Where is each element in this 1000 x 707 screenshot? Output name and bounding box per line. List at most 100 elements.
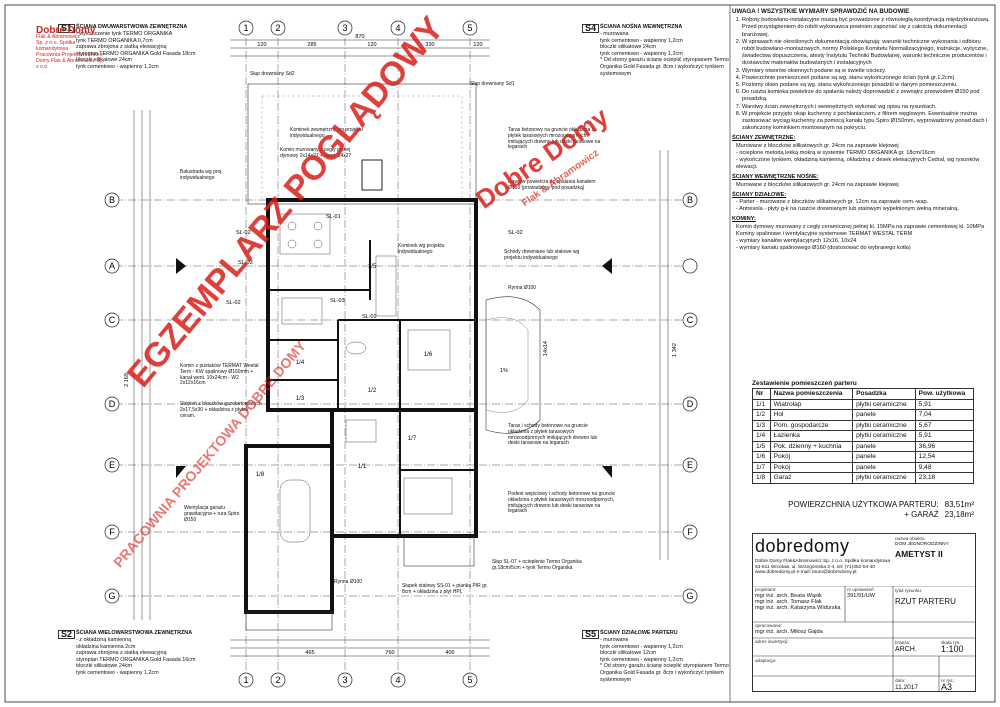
room-1-1: 1/1	[358, 464, 367, 470]
annotation: Słup SL-07 + ocieplenie Termo Organika g…	[492, 559, 582, 571]
section-title: ŚCIANY DZIAŁOWE:	[732, 191, 787, 198]
title-block-grid	[753, 586, 975, 691]
svg-text:SL-03: SL-03	[238, 260, 253, 266]
room-1-5: 1/5	[368, 264, 377, 270]
terrace-outline	[247, 83, 477, 205]
annotation: Kominek wg projektu indywidualnego	[398, 243, 445, 255]
axis-right-g: G	[686, 591, 693, 601]
axis-bottom-2: 2	[275, 675, 280, 685]
note-item: Powierzchnie pomieszczeń podane są wg. s…	[742, 75, 990, 82]
section-title: ŚCIANY ZEWNĘTRZNE:	[732, 135, 796, 142]
axis-side-g: G	[108, 591, 115, 601]
annotation: Słup drewniany Sd2	[250, 71, 295, 77]
svg-text:330: 330	[425, 42, 434, 48]
axis-side-c: C	[109, 315, 116, 325]
investment-address: adres inwestycji:	[755, 639, 789, 644]
licence: nr uprawnień: 391/91/UW	[847, 587, 875, 599]
axis-bottom-5: 5	[467, 675, 472, 685]
scale: skala rys.: 1:100	[941, 640, 964, 654]
axis-side-f: F	[109, 527, 115, 537]
legend-s1: S1 ŚCIANA DWUWARSTWOWA ZEWNĘTRZNA - wyko…	[58, 24, 218, 80]
project-title: AMETYST II	[895, 549, 943, 559]
designers: projektant: mgr inż. arch. Beata Wąsik m…	[755, 587, 841, 611]
outdoor-fireplace	[361, 159, 383, 191]
note-item: Do ruszta kominka powietrze do spalania …	[742, 89, 990, 103]
dim-left-total: 2 169	[124, 373, 130, 387]
svg-text:SL-02: SL-02	[226, 300, 241, 306]
note-item: W sprawach nie określonych dokumentacją …	[742, 39, 990, 68]
adaptation: adaptacja:	[755, 658, 777, 663]
axis-side-e: E	[109, 460, 115, 470]
axis-labels: 1 2 3 4 5 1 2 3 4 5 B A C D E F G B C D …	[108, 23, 693, 685]
annotation: Kominek zewnętrzny wg projektu indywidua…	[290, 127, 364, 139]
axis-bottom-4: 4	[395, 675, 400, 685]
svg-text:465: 465	[305, 650, 314, 656]
company-stamp: Dobre Domy Flak & Abramowicz Sp. z o.o. …	[36, 25, 105, 71]
svg-text:285: 285	[307, 42, 316, 48]
svg-text:1%: 1%	[500, 368, 508, 374]
axis-top-1: 1	[243, 23, 248, 33]
svg-text:SL-03: SL-03	[330, 298, 345, 304]
annotation: Stopień z bloczków gazobetonowych 2x17,5…	[180, 401, 262, 419]
branch: branża: ARCH.	[895, 640, 917, 653]
note-item: W projekcie przyjęto okap kuchenny z poc…	[742, 111, 990, 133]
section-title: KOMINY:	[732, 216, 756, 223]
annotation: Komin murowany z cegły pełnej dymowy 2x1…	[280, 147, 352, 159]
axis-side-a: B	[109, 195, 115, 205]
beam-labels: SL-01 SL-02 SL-03 SL-02 SL-02 SL-03 SL-0…	[226, 214, 549, 374]
section-title: ŚCIANY WEWNĘTRZNE NOŚNE:	[732, 174, 819, 181]
annotation: Słupek stalowy SS-01 + pianka PIR gr. 8c…	[402, 583, 488, 595]
note-item: Poziomy okien podane są wg. stanu wykońc…	[742, 82, 990, 89]
dim-total-top: 870	[355, 34, 364, 40]
svg-text:SL-01: SL-01	[326, 214, 341, 220]
annotation: Rynna Ø100	[334, 579, 363, 585]
annotation: Taras betonowy na gruncie okładzina z pł…	[508, 127, 601, 151]
side-terrace	[485, 296, 541, 434]
furniture	[279, 213, 453, 543]
svg-text:SL-02: SL-02	[236, 230, 251, 236]
annotation: Komin z pustaków TERMAT Westal Term - KW…	[180, 363, 259, 387]
annotation: Nawiew powietrza do spalania kanałem Ø15…	[508, 179, 596, 191]
svg-text:760: 760	[385, 650, 394, 656]
axis-right-c: C	[687, 315, 694, 325]
axis-right-b: B	[687, 195, 693, 205]
object-name: nazwa obiektu: DOM JEDNORODZINNY AMETYST…	[895, 536, 973, 559]
room-1-2: 1/2	[368, 388, 377, 394]
room-1-4: 1/4	[296, 360, 305, 366]
annotation: Rynna Ø100	[508, 285, 537, 291]
note-item: Warstwy ścian zewnętrznych i wewnętrznyc…	[742, 104, 990, 111]
room-1-3: 1/3	[296, 396, 305, 402]
room-1-8: 1/8	[256, 472, 265, 478]
dimension-texts: 870 120 285 120 330 120 465 760 400 2 16…	[124, 34, 678, 656]
axis-bubbles	[104, 20, 698, 688]
entrance-steps	[403, 535, 475, 567]
note-item: Wymiary otworów okiennych podane są w św…	[742, 68, 990, 75]
room-1-7: 1/7	[408, 436, 417, 442]
axis-side-b: A	[109, 261, 115, 271]
axis-top-3: 3	[342, 23, 347, 33]
date: data: 11.2017	[895, 678, 919, 691]
preparation: opracowanie: mgr inż. arch. Miłosz Gajda	[755, 623, 823, 635]
usable-area-summary: POWIERZCHNIA UŻYTKOWA PARTERU:83,51m² + …	[788, 500, 974, 519]
house-walls	[244, 198, 478, 614]
section-markers	[176, 258, 612, 478]
svg-text:120: 120	[257, 42, 266, 48]
title-block: dobredomy Dobre Domy Flak&Abramowicz Sp.…	[752, 533, 976, 692]
dimension-lines	[133, 39, 669, 657]
annotation: Słup drewniany Sd1	[470, 81, 515, 87]
legend-s2: S2 ŚCIANA WIELOWARSTWOWA ZEWNĘTRZNA - z …	[58, 630, 218, 686]
annotation: Balustrada wg proj. indywidualnego	[180, 169, 223, 181]
garage-apron	[245, 611, 333, 631]
axis-grid	[115, 38, 700, 670]
notes-warning: UWAGA ! WSZYSTKIE WYMIARY SPRAWDZIĆ NA B…	[732, 8, 910, 15]
rooms-caption: Zestawienie pomieszczeń parteru	[752, 380, 857, 387]
